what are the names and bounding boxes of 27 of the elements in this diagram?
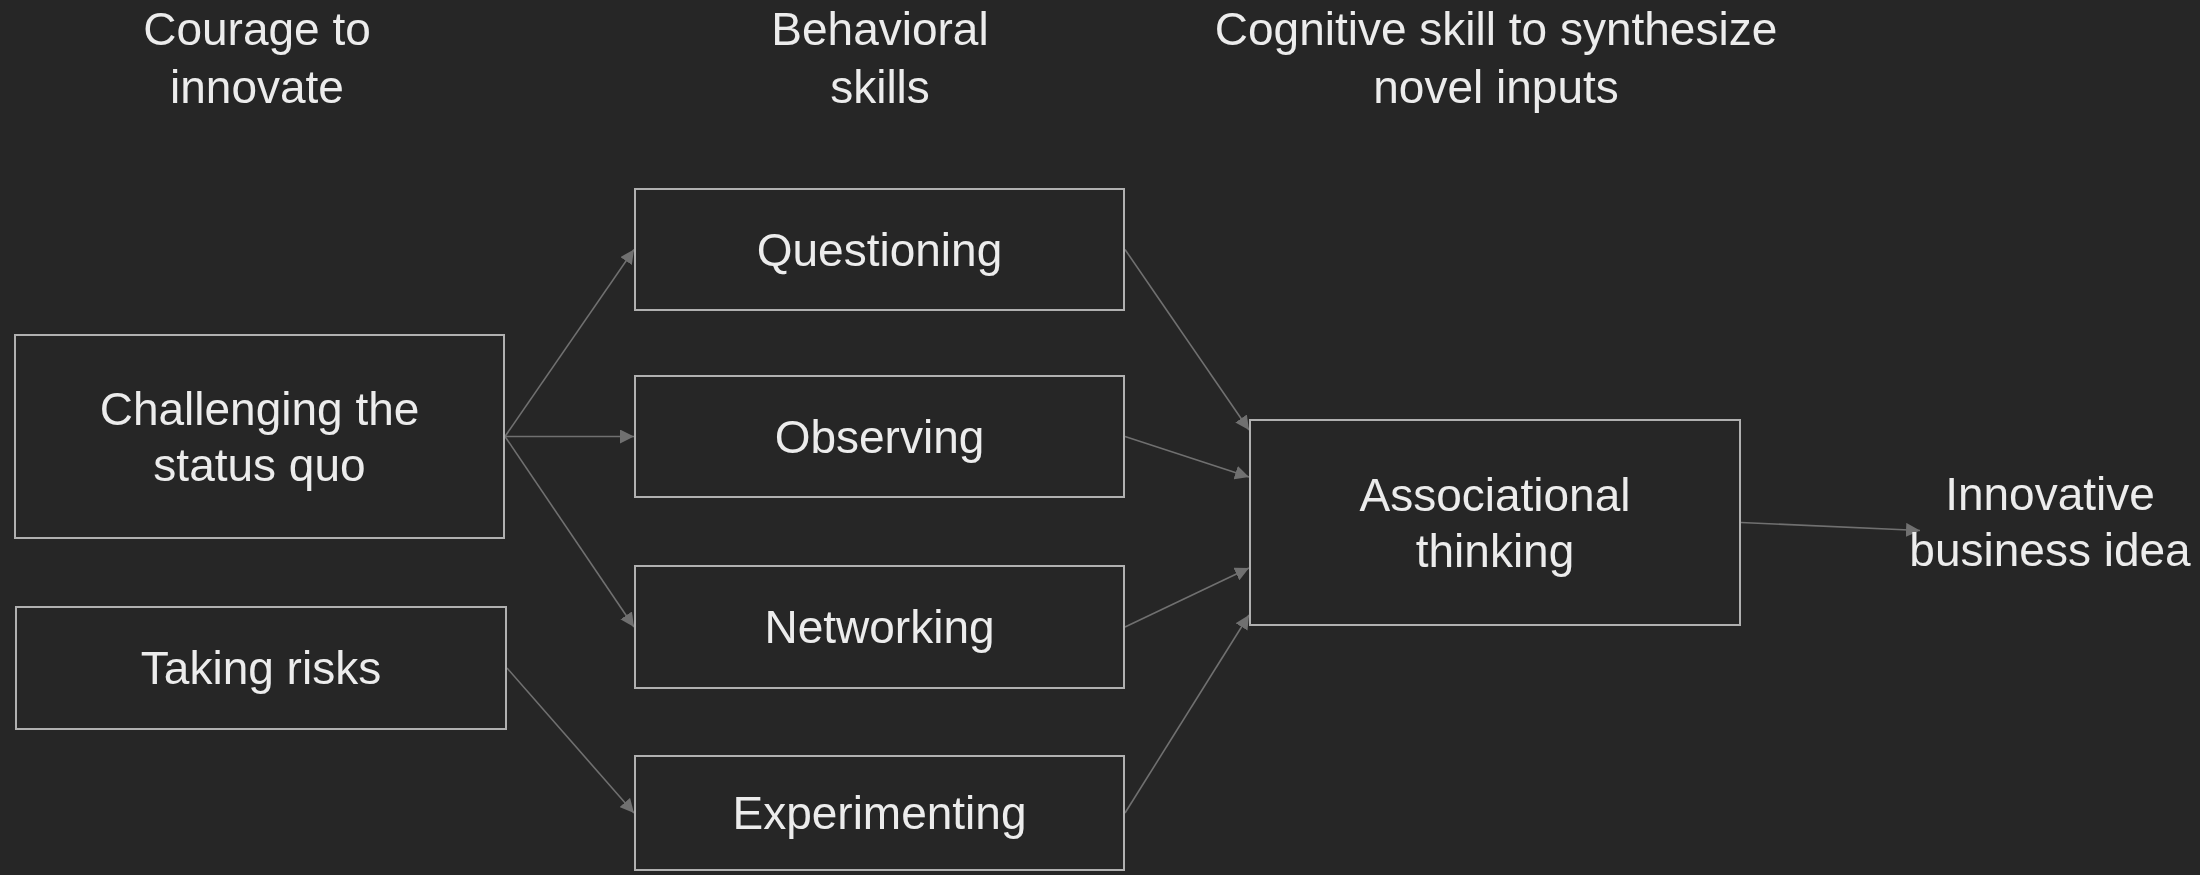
process-box <box>1249 419 1741 626</box>
box-label: Taking risks <box>140 641 382 696</box>
box-label: Questioning <box>756 222 1003 278</box>
box-label: Challenging the status quo <box>98 381 421 493</box>
arrow <box>504 429 635 444</box>
arrow <box>504 248 635 438</box>
process-box <box>634 565 1125 689</box>
process-box <box>15 606 507 730</box>
arrow <box>506 667 635 814</box>
outcome-label: Innovative business idea <box>1908 467 2192 578</box>
arrow <box>1124 614 1250 814</box>
column-heading: Courage to innovate <box>142 2 372 115</box>
column-heading: Cognitive skill to synthesize novel inputs <box>1213 2 1779 115</box>
arrow <box>1740 521 1921 537</box>
box-label: Observing <box>774 409 985 465</box>
process-box <box>634 188 1125 311</box>
arrow <box>504 435 635 628</box>
box-label: Associational thinking <box>1358 467 1632 579</box>
arrow <box>1124 248 1250 431</box>
arrow <box>1124 567 1250 628</box>
process-box <box>634 755 1125 871</box>
box-label: Experimenting <box>732 786 1027 841</box>
arrow <box>1124 435 1250 480</box>
box-label: Networking <box>764 600 995 655</box>
process-box <box>14 334 505 539</box>
process-box <box>634 375 1125 498</box>
column-heading: Behavioral skills <box>770 2 990 115</box>
